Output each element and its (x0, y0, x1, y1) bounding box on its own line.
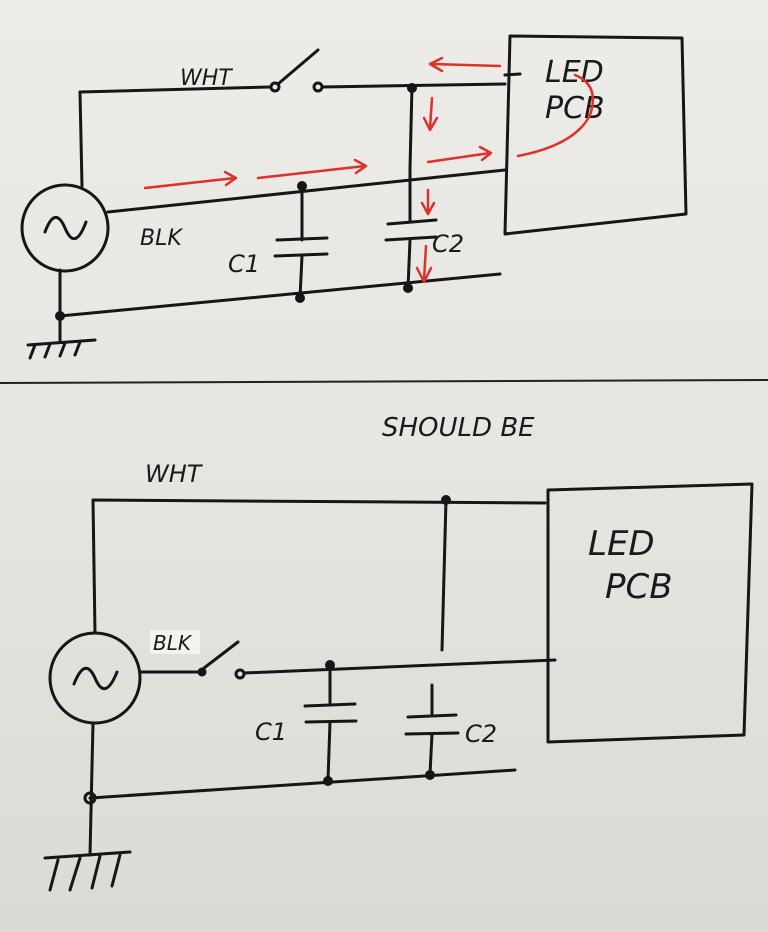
blk-label: BLK (140, 226, 183, 251)
ac-source-top (20, 183, 110, 273)
capacitor-c1-bottom (303, 663, 358, 782)
pcb-label: PCB (545, 91, 605, 126)
wht-drop-top (408, 84, 414, 170)
divider-line (0, 379, 768, 384)
junction-dot (55, 311, 65, 321)
junction-dot (407, 83, 417, 93)
wht-label: WHT (180, 66, 233, 91)
c2-label: C2 (465, 720, 497, 748)
capacitor-c1-top (273, 184, 329, 300)
sine-icon (43, 216, 88, 240)
switch-blade-top (276, 48, 320, 86)
sine-icon (72, 667, 119, 690)
junction-dot (295, 293, 305, 303)
junction-dot (83, 791, 97, 805)
neutral-wire-bottom (88, 721, 517, 857)
current-path-arrows (143, 56, 595, 284)
pcb-label: LED (545, 55, 604, 90)
c2-label: C2 (432, 230, 464, 258)
switch-contact (269, 81, 281, 93)
capacitor-c2-bottom (404, 683, 460, 776)
wht-label: WHT (145, 460, 204, 488)
pcb-label: PCB (605, 567, 673, 607)
ground-icon (26, 268, 97, 360)
should-be-caption: SHOULD BE (382, 413, 535, 443)
blk-wire-top (106, 168, 507, 214)
led-pcb-bottom (546, 482, 754, 744)
switch-blade-bottom (202, 640, 240, 670)
blk-label: BLK (153, 631, 193, 655)
wht-drop-bottom (440, 498, 448, 652)
wht-wire-bottom (91, 498, 547, 635)
wht-wire-top (78, 85, 272, 188)
pcb-label: LED (588, 524, 655, 564)
top-circuit: LED PCB C1 C2 WHT BLK (20, 34, 688, 360)
bottom-circuit: WHT LED PCB BLK C1 C2 (43, 460, 754, 892)
switch-contact (197, 667, 207, 677)
capacitor-c2-top (384, 166, 438, 290)
c1-label: C1 (255, 718, 287, 746)
led-pcb-top (503, 34, 688, 236)
blk-label-tape (150, 630, 200, 654)
c1-label: C1 (228, 250, 260, 278)
ground-icon (43, 850, 132, 892)
junction-dot (403, 283, 413, 293)
neutral-wire-top (58, 272, 502, 318)
blk-wire-bottom-2 (242, 658, 557, 675)
